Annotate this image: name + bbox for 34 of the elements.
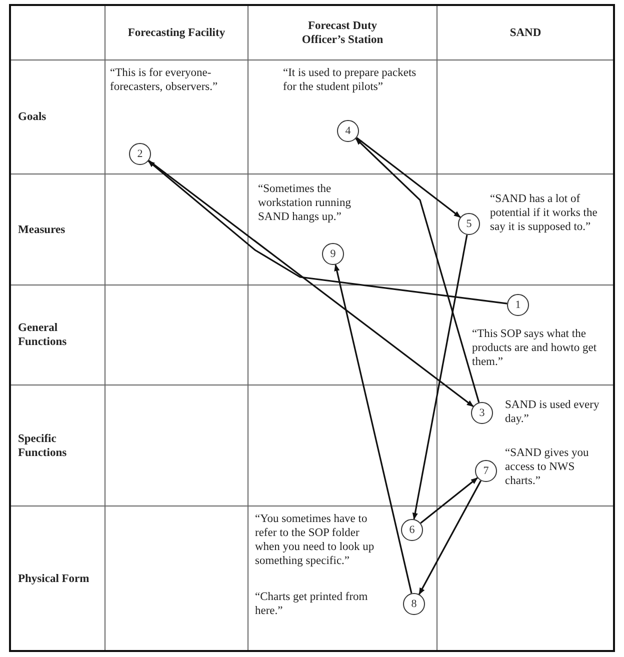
quote-text: “This SOP says what the products are and howto get them.” xyxy=(472,327,598,369)
quote-text: SAND is used every day.” xyxy=(505,398,600,426)
quote-text: “Charts get printed from here.” xyxy=(255,590,369,618)
quote-text: “SAND has a lot of potential if it works the say it is supposed to.” xyxy=(490,192,598,234)
arrow xyxy=(412,234,468,520)
row-header: Physical Form xyxy=(18,572,90,586)
arrow xyxy=(420,477,478,524)
quote-text: “Sometimes the workstation running SAND hangs up.” xyxy=(258,182,352,224)
column-header: SAND xyxy=(510,26,542,40)
row-header: General Functions xyxy=(18,321,68,349)
numbered-circle: 9 xyxy=(322,243,344,265)
numbered-circle: 6 xyxy=(401,519,423,541)
column-header: Forecasting Facility xyxy=(128,26,226,40)
numbered-circle: 3 xyxy=(471,402,493,424)
row-header: Goals xyxy=(18,110,46,124)
arrow xyxy=(148,160,474,408)
numbered-circle: 8 xyxy=(403,593,425,615)
column-header: Forecast Duty Officer’s Station xyxy=(300,18,384,46)
arrow xyxy=(356,137,461,218)
quote-text: “You sometimes have to refer to the SOP folder when you need to look up something specific.” xyxy=(255,512,376,568)
numbered-circle: 7 xyxy=(475,460,497,482)
numbered-circle: 2 xyxy=(129,143,151,165)
arrow xyxy=(418,480,482,595)
arrow xyxy=(334,264,412,594)
numbered-circle: 5 xyxy=(458,213,480,235)
quote-text: “SAND gives you access to NWS charts.” xyxy=(505,446,590,488)
row-header: Specific Functions xyxy=(18,432,68,460)
numbered-circle: 1 xyxy=(507,294,529,316)
quote-text: “It is used to prepare packets for the student pilots” xyxy=(283,66,418,94)
arrow xyxy=(148,160,508,304)
numbered-circle: 4 xyxy=(337,120,359,142)
arrow xyxy=(355,138,480,403)
quote-text: “This is for everyone-forecasters, observers.” xyxy=(110,66,219,94)
row-header: Measures xyxy=(18,222,66,236)
